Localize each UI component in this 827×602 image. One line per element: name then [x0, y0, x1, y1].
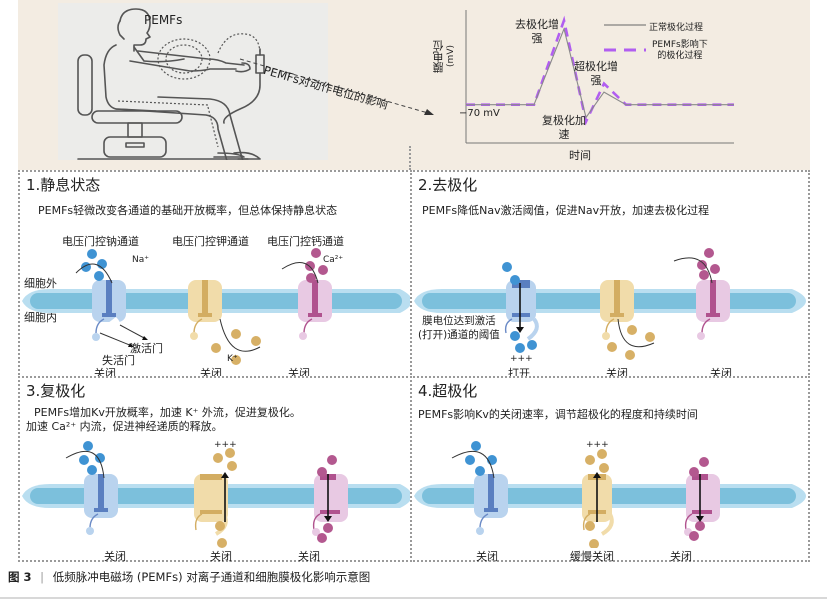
intracellular-label: 细胞内: [24, 311, 57, 324]
charge-label: +++: [510, 354, 533, 364]
threshold-label-line2: (打开)通道的阈值: [418, 329, 500, 341]
threshold-label-line1: 膜电位达到激活: [422, 315, 496, 327]
membrane-scene-1: [22, 248, 412, 365]
state-calcium: 关闭: [298, 550, 320, 563]
extracellular-label: 细胞外: [24, 277, 57, 290]
membrane-scene-4: [414, 441, 806, 548]
sodium-channel: [474, 474, 508, 535]
panel-description: PEMFs影响Kv的关闭速率，调节超极化的程度和持续时间: [418, 408, 698, 421]
potassium-channel: [600, 280, 634, 340]
sodium-ion-label: Na⁺: [132, 255, 149, 265]
seated-person-drawing: [77, 8, 265, 180]
top-divider: [409, 146, 411, 170]
annotation-hyperpolarization-line1: 超极化增: [574, 60, 618, 73]
annotation-depolarization: 去极化增 强: [507, 18, 567, 46]
series-line-normal: [466, 27, 734, 119]
membrane-scene-3: [22, 441, 412, 548]
sodium-channel: [84, 474, 118, 535]
pemfs-illustration-label: PEMFs: [144, 13, 183, 27]
chart-legend-swatches: [604, 24, 646, 52]
calcium-ions: [305, 248, 328, 283]
sodium-channel-open: [504, 280, 539, 341]
charge-label: +++: [214, 440, 237, 450]
figure: PEMFs PEMFs对动作电位的影响 膜电位 (mV) −70 mV 时间 去…: [18, 0, 810, 563]
channel-name-potassium: 电压门控钾通道: [172, 235, 249, 248]
channel-name-calcium: 电压门控钙通道: [267, 235, 344, 248]
potassium-channel: [188, 280, 222, 340]
annotation-repolarization-line1: 复极化加: [542, 114, 586, 127]
state-sodium: 关闭: [476, 550, 498, 563]
potassium-ions: [213, 448, 237, 548]
charge-label: +++: [586, 440, 609, 450]
potassium-ions: [585, 449, 609, 548]
threshold-label: 膜电位达到激活 (打开)通道的阈值: [418, 314, 500, 342]
channel-name-sodium: 电压门控钠通道: [62, 235, 139, 248]
calcium-channel: [298, 280, 332, 340]
panel-title: 1.静息状态: [26, 176, 101, 194]
figure-number: 图 3: [8, 570, 32, 584]
caption-separator: |: [40, 570, 45, 584]
potassium-ions: [211, 329, 261, 365]
panel-description: PEMFs降低Nav激活阈值，促进Nav开放，加速去极化过程: [422, 204, 710, 217]
panel-title: 2.去极化: [418, 176, 478, 194]
calcium-ion-label: Ca²⁺: [323, 255, 344, 265]
panel-hyperpolarization: 4.超极化 PEMFs影响Kv的关闭速率，调节超极化的程度和持续时间: [410, 376, 810, 563]
legend-pemfs-line1: PEMFs影响下: [652, 40, 708, 50]
caption-text: 低频脉冲电磁场 (PEMFs) 对离子通道和细胞膜极化影响示意图: [52, 570, 371, 584]
potassium-ion-label: K⁺: [227, 354, 238, 364]
potassium-ions: [607, 325, 655, 360]
calcium-ions: [317, 455, 337, 543]
patient-illustration: [58, 3, 328, 180]
x-axis-label: 时间: [569, 149, 591, 162]
annotation-repolarization-line2: 速: [558, 128, 570, 141]
panel-depolarization: 2.去极化 PEMFs降低Nav激活阈值，促进Nav开放，加速去极化过程: [410, 170, 810, 380]
calcium-channel: [696, 280, 730, 340]
state-potassium: 缓慢关闭: [570, 550, 614, 563]
baseline-label: −70 mV: [459, 108, 500, 119]
panel-description-line2: 加速 Ca²⁺ 内流，促进神经递质的释放。: [26, 420, 223, 433]
panel-title: 4.超极化: [418, 382, 478, 400]
legend-pemfs-line2: 的极化过程: [657, 51, 703, 61]
annotation-depolarization-line2: 强: [531, 32, 543, 45]
state-potassium: 关闭: [210, 550, 232, 563]
bottom-rule: [0, 597, 827, 599]
state-calcium: 关闭: [670, 550, 692, 563]
panel-description: PEMFs轻微改变各通道的基础开放概率，但总体保持静息状态: [38, 204, 338, 217]
panel-description-line1: PEMFs增加Kv开放概率，加速 K⁺ 外流，促进复极化。: [34, 406, 301, 419]
y-axis-unit: (mV): [446, 45, 456, 67]
panel-repolarization: 3.复极化 PEMFs增加Kv开放概率，加速 K⁺ 外流，促进复极化。 加速 C…: [18, 376, 412, 563]
panel-resting: 1.静息状态 PEMFs轻微改变各通道的基础开放概率，但总体保持静息状态 电压门…: [18, 170, 412, 380]
inactivation-gate-label: 失活门: [102, 354, 135, 367]
membrane-scene-2: [414, 248, 806, 360]
annotation-hyperpolarization-line2: 强: [590, 74, 602, 87]
state-sodium: 关闭: [104, 550, 126, 563]
annotation-depolarization-line1: 去极化增: [515, 18, 559, 31]
figure-caption: 图 3 | 低频脉冲电磁场 (PEMFs) 对离子通道和细胞膜极化影响示意图: [8, 569, 370, 585]
sodium-ions: [81, 249, 107, 281]
panel-title: 3.复极化: [26, 382, 86, 400]
sodium-channel: [92, 280, 126, 341]
potassium-channel-open: [194, 474, 228, 536]
sodium-ions: [79, 441, 105, 475]
annotation-hyperpolarization: 超极化增 强: [566, 60, 626, 88]
action-potential-chart: [465, 10, 734, 144]
sodium-ions: [502, 262, 537, 353]
calcium-ions: [689, 457, 709, 541]
legend-pemfs-label: PEMFs影响下 的极化过程: [652, 40, 708, 62]
activation-gate-label: 激活门: [130, 342, 163, 355]
y-axis-label: 膜电位: [432, 40, 445, 73]
influence-arrow: [239, 58, 434, 115]
legend-normal-label: 正常极化过程: [649, 23, 704, 33]
calcium-ions: [697, 248, 720, 280]
annotation-repolarization: 复极化加 速: [534, 114, 594, 142]
